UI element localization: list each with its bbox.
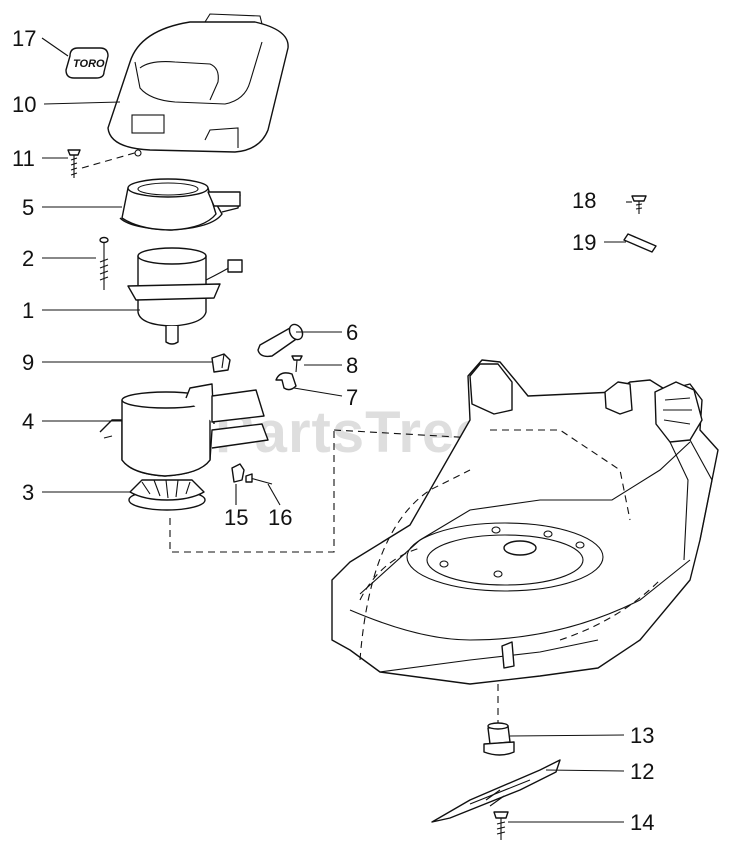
callout-18: 18 [572, 188, 596, 213]
callout-12: 12 [630, 759, 654, 784]
leader-lines [41, 37, 632, 823]
part-7-clip [275, 372, 297, 391]
mower-deck [331, 359, 719, 685]
toro-logo-text: TORO [73, 58, 105, 70]
dash-screw-to-hood [81, 151, 139, 169]
callout-7: 7 [346, 385, 358, 410]
callout-19: 19 [572, 230, 596, 255]
part-18-screw [631, 195, 647, 214]
part-15-nut [231, 463, 245, 483]
part-6-cylinder [257, 323, 304, 358]
callout-1: 1 [22, 298, 34, 323]
part-2-bolt [99, 236, 109, 290]
callout-6: 6 [346, 320, 358, 345]
callout-4: 4 [22, 409, 34, 434]
callout-5: 5 [22, 195, 34, 220]
callouts: 17 10 11 5 2 1 6 8 7 9 4 3 15 16 18 19 1… [12, 26, 654, 835]
callout-2: 2 [22, 246, 34, 271]
part-14-bolt [493, 811, 509, 840]
callout-13: 13 [630, 723, 654, 748]
part-8-screw [291, 355, 303, 373]
part-11-screw [67, 149, 81, 178]
callout-10: 10 [12, 92, 36, 117]
part-1-motor [127, 247, 243, 345]
part-12-blade [431, 759, 561, 823]
callout-15: 15 [224, 505, 248, 530]
part-16-screw [245, 473, 273, 485]
part-10-hood [107, 13, 289, 157]
callout-16: 16 [268, 505, 292, 530]
part-3-fan [128, 479, 206, 511]
callout-14: 14 [630, 810, 654, 835]
callout-11: 11 [12, 146, 35, 171]
callout-17: 17 [12, 26, 36, 51]
part-5-motor-cap [119, 178, 241, 231]
callout-9: 9 [22, 350, 34, 375]
part-4-fan-housing [99, 383, 269, 477]
part-13-adapter [483, 722, 515, 756]
callout-3: 3 [22, 480, 34, 505]
part-17-badge: TORO [65, 47, 109, 79]
part-9-block [211, 353, 231, 373]
callout-8: 8 [346, 353, 358, 378]
dash-assembly-left [169, 430, 335, 553]
part-19-plate [623, 233, 657, 253]
